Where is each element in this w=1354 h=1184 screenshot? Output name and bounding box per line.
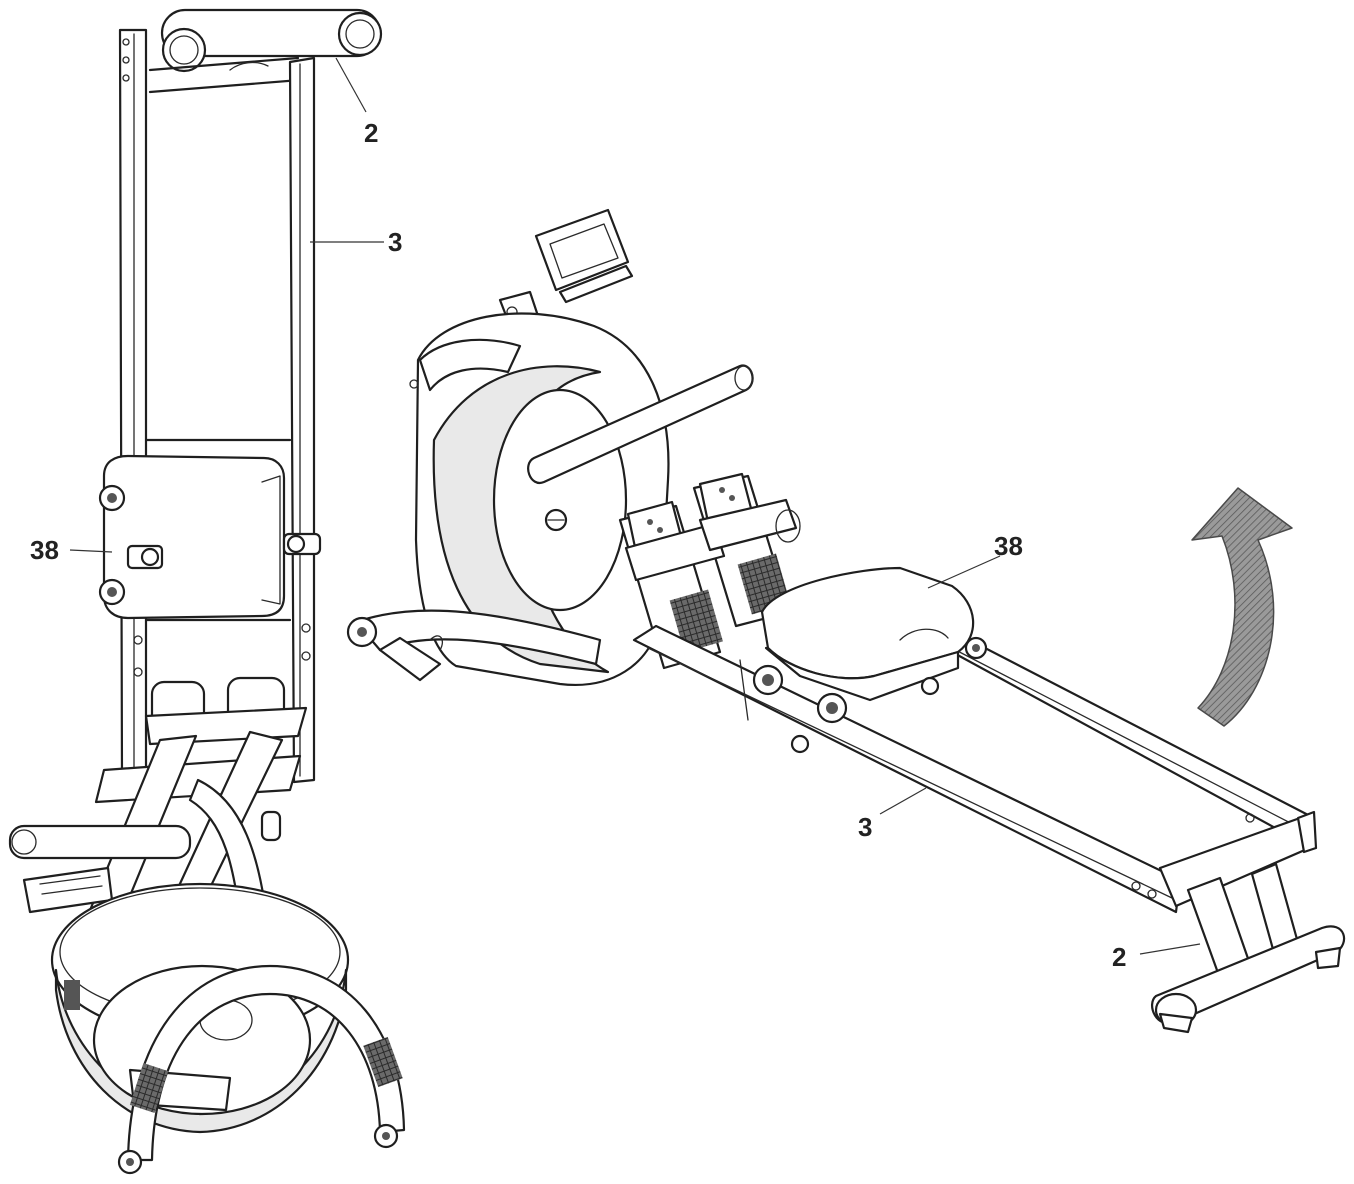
curved-up-arrow-icon	[1191, 487, 1293, 727]
callout-folded-top-2: 2	[364, 118, 378, 148]
callout-open-leg-2: 2	[1112, 942, 1126, 972]
folded-rear-stabilizer	[148, 8, 383, 94]
callout-labels: 2 3 38 38 3 2	[30, 118, 1126, 972]
folded-footrests	[144, 676, 308, 746]
callout-folded-rail-3: 3	[388, 227, 402, 257]
callout-open-seat-38: 38	[994, 531, 1023, 561]
open-rail	[632, 624, 1318, 914]
folded-rower-illustration	[8, 8, 406, 1175]
open-front-stabilizer	[346, 609, 602, 682]
open-rower-illustration	[346, 208, 1346, 1034]
leader-open-seat-38	[927, 555, 1001, 589]
leader-folded-top-2	[335, 57, 367, 113]
open-rear-leg	[1151, 862, 1346, 1034]
leader-open-rail-3	[879, 787, 927, 815]
folded-rail-frame	[118, 28, 316, 784]
open-footrests	[618, 472, 801, 670]
callout-leaders	[69, 57, 1201, 955]
open-flywheel-housing	[409, 312, 670, 686]
leader-folded-seat-38	[69, 549, 113, 553]
leader-open-leg-2	[1139, 943, 1201, 955]
folded-carry-handle	[117, 964, 406, 1175]
open-handlebar	[527, 364, 754, 485]
callout-open-rail-3: 3	[858, 812, 872, 842]
folded-seat	[98, 454, 322, 620]
open-seat	[739, 566, 988, 754]
callout-folded-seat-38: 38	[30, 535, 59, 565]
